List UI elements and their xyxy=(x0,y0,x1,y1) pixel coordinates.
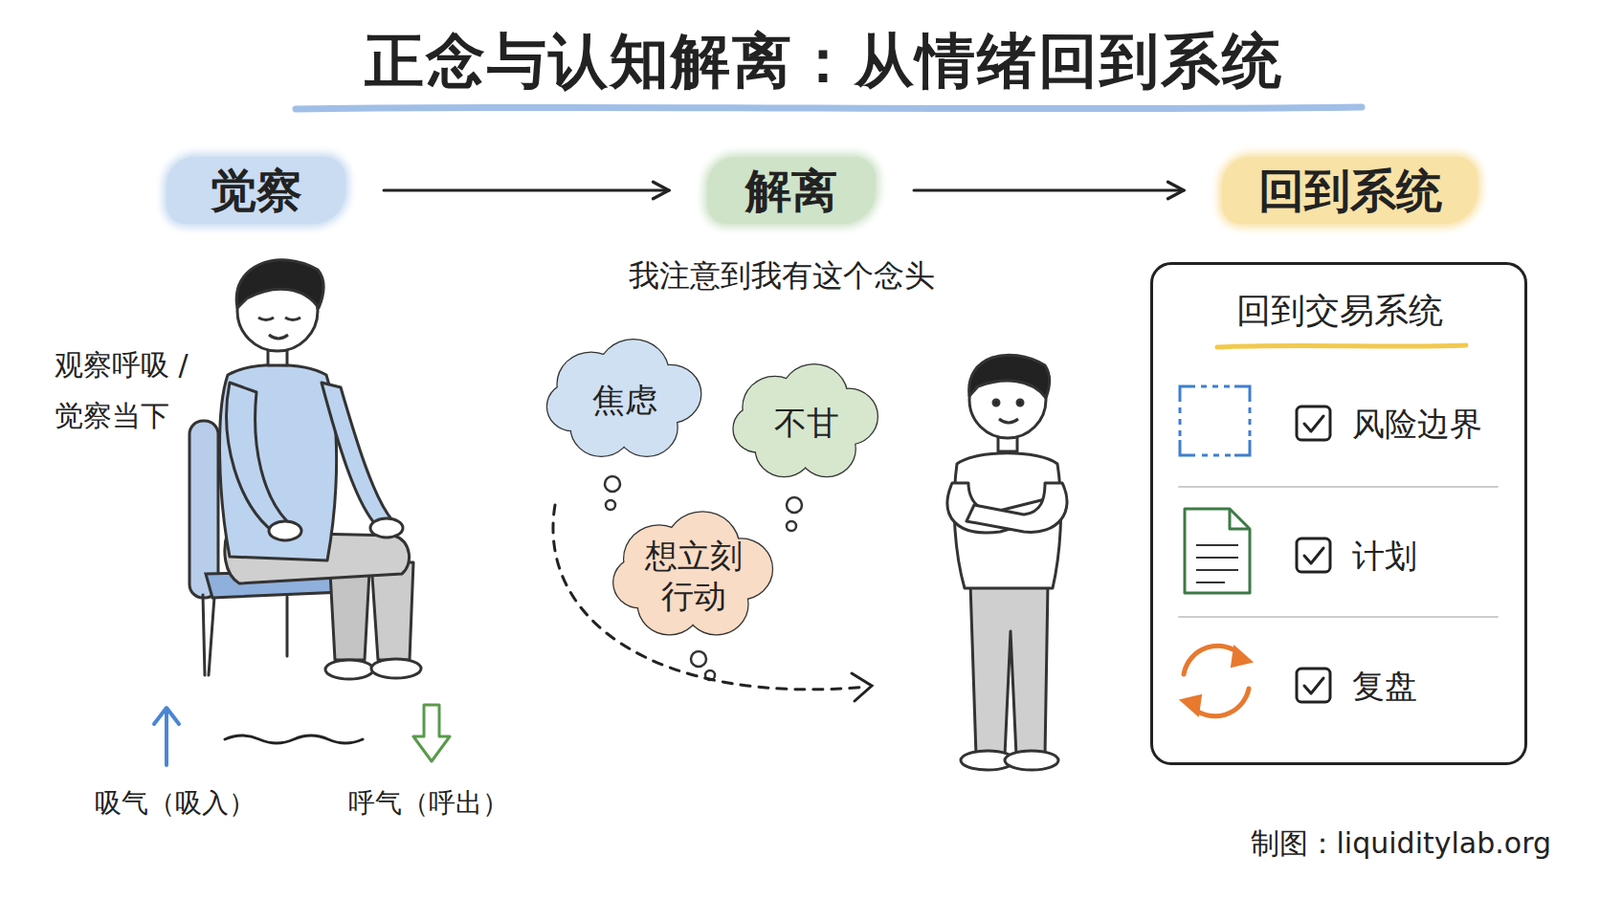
standing-person-part xyxy=(999,419,1019,423)
chair-part xyxy=(202,595,205,676)
sitting-person-part xyxy=(268,334,289,339)
thought-bubbles xyxy=(604,476,802,681)
standing-person-part xyxy=(970,583,1048,756)
annotation-label: 制图：liquiditylab.org xyxy=(1168,824,1552,863)
sitting-person-part xyxy=(226,382,288,533)
chair-part xyxy=(357,591,362,670)
chair xyxy=(189,421,365,676)
dashed-arc-part xyxy=(553,505,867,690)
node-heading: 解离 xyxy=(745,161,838,220)
sitting-person xyxy=(220,260,422,680)
node-heading: 不甘 xyxy=(749,402,865,445)
chair-part xyxy=(189,421,219,599)
breath-arrows-part xyxy=(154,708,179,725)
thought-bubbles-part xyxy=(786,521,797,532)
breath-arrows-part xyxy=(413,705,450,762)
sitting-person-part xyxy=(370,518,403,538)
sitting-person-part xyxy=(258,317,274,321)
node-heading: 想立刻 行动 xyxy=(640,535,748,618)
cloud-shape xyxy=(606,509,781,644)
node-heading: 回到交易系统 xyxy=(1154,288,1526,334)
breath-arrows-part xyxy=(164,710,169,766)
step-band: 觉察 xyxy=(166,156,346,224)
breath-arrows-part xyxy=(224,735,363,744)
dashed-arc xyxy=(553,505,872,702)
annotation-label: 吸气（吸入） xyxy=(60,786,290,822)
flow-arrow xyxy=(383,189,669,193)
sitting-person-part xyxy=(285,317,301,321)
chair-part xyxy=(205,570,365,599)
sitting-person-part xyxy=(330,572,370,661)
annotation-label: 我注意到我有这个念头 xyxy=(542,256,1022,297)
thought-bubbles-part xyxy=(690,651,707,667)
thought-bubbles-part xyxy=(786,497,802,513)
sitting-person-part xyxy=(267,346,288,366)
dashed-arc-part xyxy=(851,673,872,702)
sitting-person-part xyxy=(371,659,422,679)
title-underline xyxy=(295,107,1362,110)
node-item: 风险边界 xyxy=(1352,400,1483,447)
annotation-label: 呼气（呼出） xyxy=(313,786,544,822)
sitting-person-part xyxy=(224,532,410,584)
page-title: 正念与认知解离：从情绪回到系统 xyxy=(248,21,1400,102)
thought-cloud: 焦虑 xyxy=(540,336,710,465)
sitting-person-part xyxy=(237,270,318,352)
standing-person xyxy=(947,355,1067,771)
thought-cloud: 不甘 xyxy=(727,361,886,485)
title-underline-part xyxy=(295,107,1362,110)
node-heading: 觉察 xyxy=(210,161,303,220)
thought-bubbles-part xyxy=(605,500,616,511)
standing-person-part xyxy=(1017,400,1023,406)
step-band: 解离 xyxy=(707,156,876,224)
node-heading: 回到系统 xyxy=(1258,161,1443,220)
system-panel: 回到交易系统风险边界计划复盘 xyxy=(1150,262,1528,766)
node-heading: 焦虑 xyxy=(567,379,683,422)
standing-person-part xyxy=(969,355,1050,399)
sitting-person-part xyxy=(325,660,374,680)
sitting-person-part xyxy=(321,382,393,529)
standing-person-part xyxy=(954,453,1061,589)
chair-part xyxy=(286,597,289,657)
sitting-person-part xyxy=(268,521,302,541)
annotation-label: 观察呼吸 / 觉察当下 xyxy=(54,340,213,442)
standing-person-part xyxy=(966,483,1067,533)
breath-arrows xyxy=(154,705,450,766)
standing-person-part xyxy=(1004,751,1059,771)
sitting-person-part xyxy=(236,260,324,309)
thought-bubbles-part xyxy=(604,476,621,492)
node-item: 计划 xyxy=(1352,533,1418,579)
sitting-person-part xyxy=(371,562,414,661)
standing-person-part xyxy=(969,361,1046,439)
standing-person-part xyxy=(960,751,1015,771)
standing-person-part xyxy=(993,400,1000,406)
standing-person-part xyxy=(947,483,1053,534)
step-band: 回到系统 xyxy=(1222,156,1478,224)
thought-cloud: 想立刻 行动 xyxy=(606,509,781,644)
thought-bubbles-part xyxy=(705,670,715,681)
standing-person-part xyxy=(998,432,1018,452)
chair-part xyxy=(208,597,215,676)
node-item: 复盘 xyxy=(1352,663,1418,710)
flow-arrow xyxy=(913,189,1184,193)
sitting-person-part xyxy=(220,365,337,562)
